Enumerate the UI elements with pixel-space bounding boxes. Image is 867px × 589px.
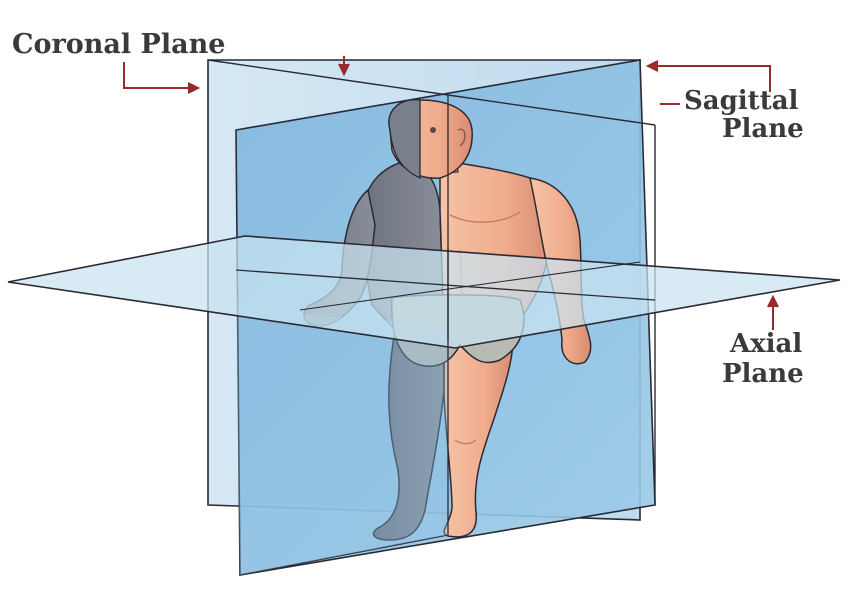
axial-plane-label-line-1: Axial xyxy=(730,331,802,357)
sagittal-plane-label-line-2: Plane xyxy=(722,116,804,142)
coronal-pointer-arrow xyxy=(124,62,196,88)
sagittal-plane-label-line-1: Sagittal xyxy=(684,88,798,114)
axial-plane-label-line-2: Plane xyxy=(722,361,804,387)
axial-pointer-arrowhead xyxy=(768,297,778,307)
coronal-pointer-arrowhead xyxy=(188,83,198,93)
coronal-plane-label: Coronal Plane xyxy=(12,31,225,58)
sagittal-plane-front-overlay xyxy=(236,310,448,575)
sagittal-pointer-arrowhead xyxy=(648,61,658,71)
eye xyxy=(430,127,436,133)
